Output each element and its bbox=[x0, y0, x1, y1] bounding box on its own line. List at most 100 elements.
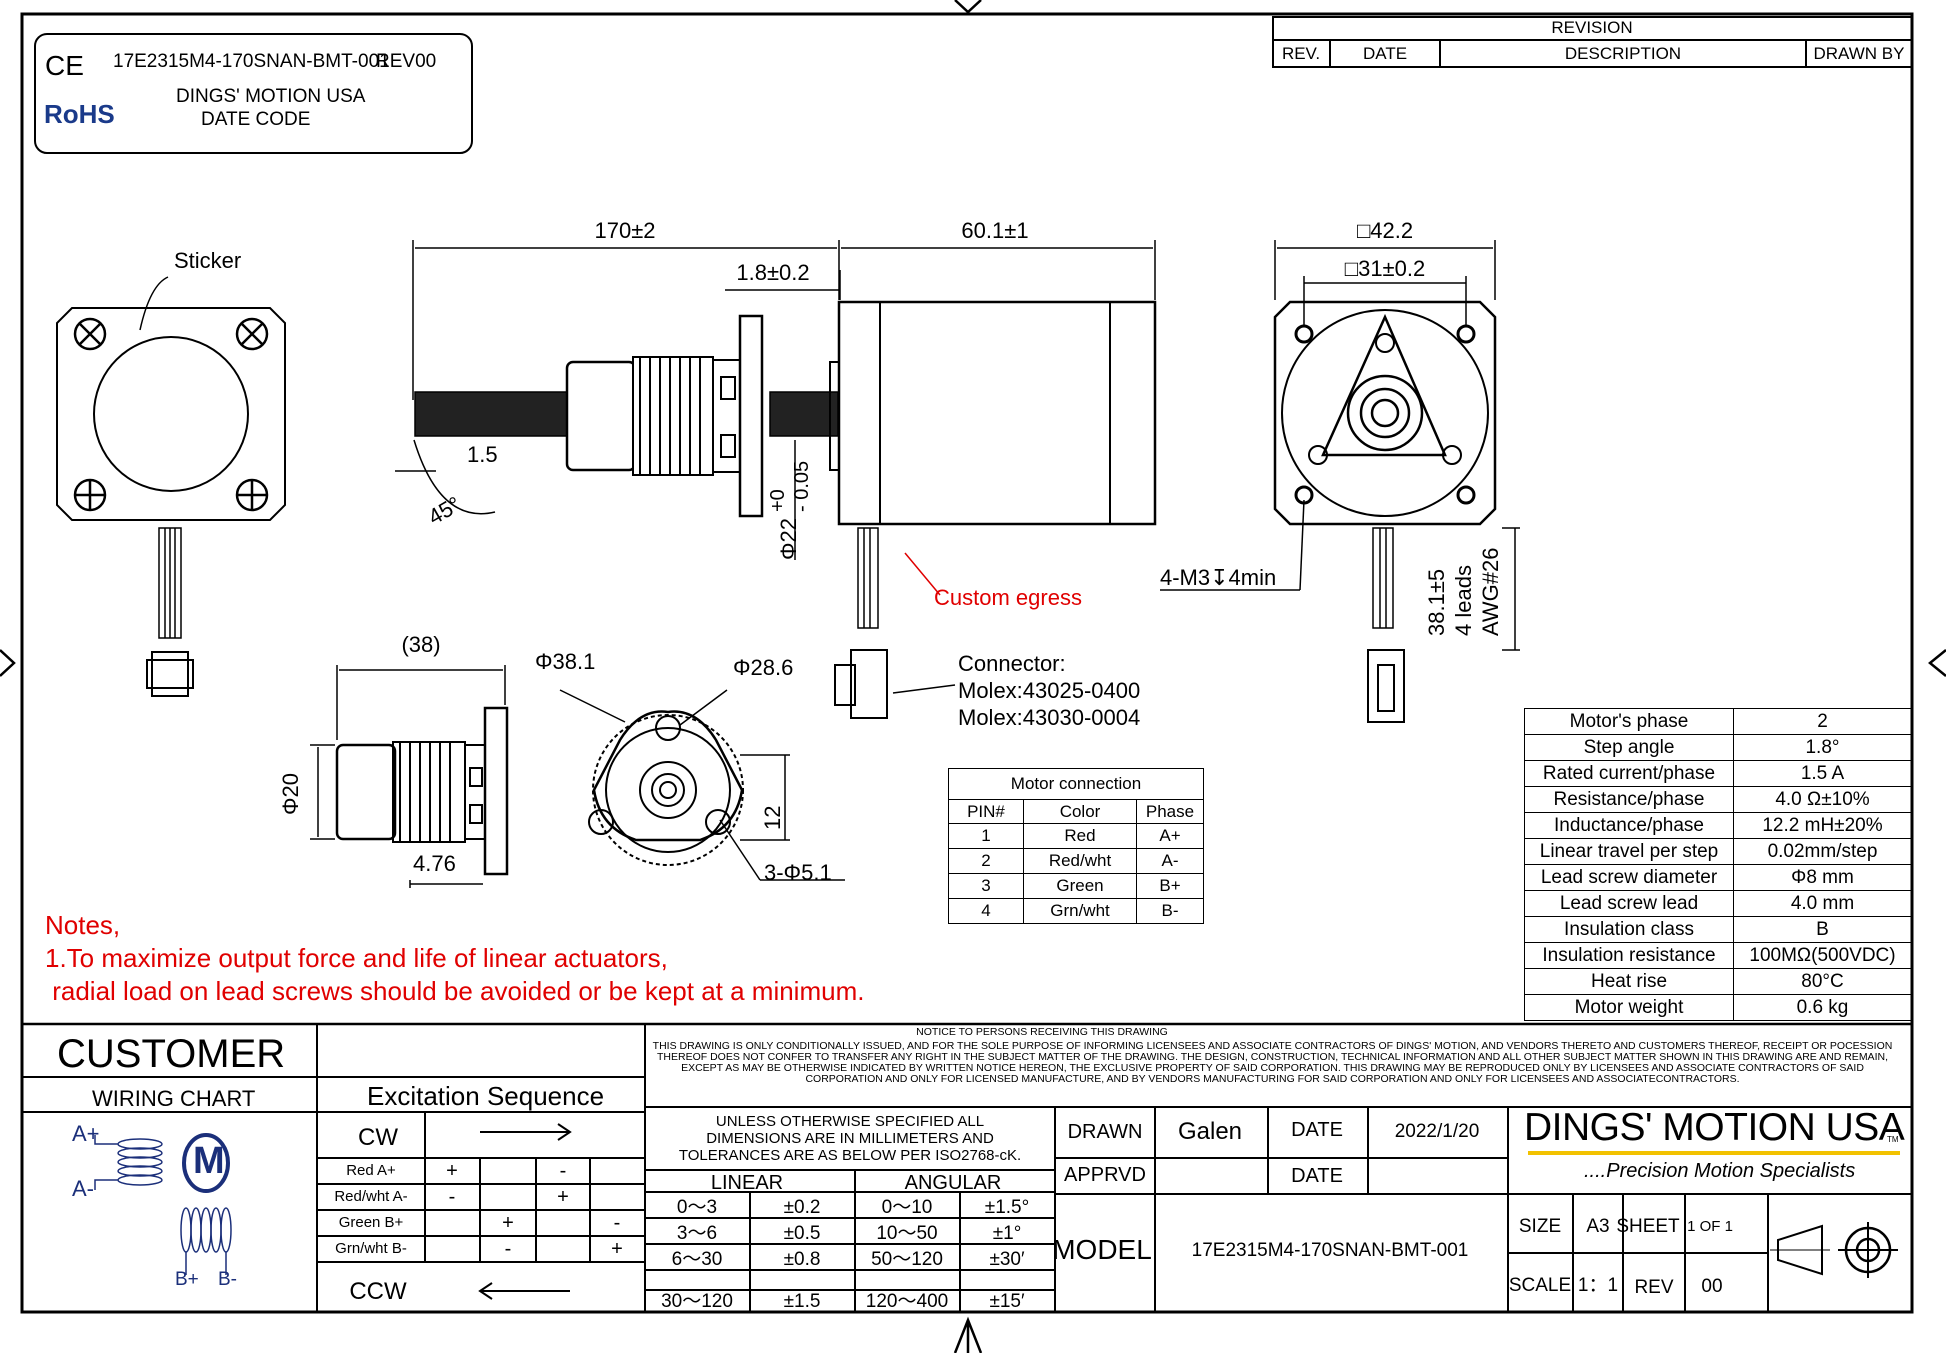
spec-value: B bbox=[1733, 916, 1912, 943]
pin-cell: 2 bbox=[948, 848, 1024, 874]
coil-a-plus: A+ bbox=[72, 1121, 100, 1146]
tol-cell: 30～120 bbox=[661, 1291, 733, 1312]
scale-value: 1：1 bbox=[1577, 1275, 1619, 1296]
flange-height-dim: 12 bbox=[760, 805, 785, 830]
coil-b-plus: B+ bbox=[175, 1269, 199, 1290]
spec-label: Motor's phase bbox=[1524, 708, 1734, 735]
spec-value: 0.02mm/step bbox=[1733, 838, 1912, 865]
notes-title: Notes, bbox=[45, 910, 121, 940]
sheet-label: SHEET bbox=[1616, 1216, 1680, 1237]
date-value: 2022/1/20 bbox=[1394, 1121, 1480, 1142]
tol-cell: ±1° bbox=[992, 1223, 1022, 1244]
boss-tol-plus: +0 bbox=[767, 489, 789, 512]
awg-label: AWG#26 bbox=[1478, 547, 1503, 636]
thread-callout: 4-M3↧4min bbox=[1160, 565, 1277, 590]
tol-cell: ±1.5° bbox=[984, 1197, 1030, 1218]
seq-cell: + bbox=[446, 1160, 458, 1182]
sheet-value: 1 OF 1 bbox=[1687, 1218, 1733, 1235]
date-label-2: DATE bbox=[1291, 1165, 1343, 1187]
spec-value: 80°C bbox=[1733, 968, 1912, 995]
drawn-label: DRAWN bbox=[1067, 1121, 1143, 1143]
notes-line-1: 1.To maximize output force and life of l… bbox=[45, 943, 668, 973]
tol-cell: ±0.2 bbox=[783, 1197, 821, 1218]
spec-value: 4.0 Ω±10% bbox=[1733, 786, 1912, 813]
unless-line-3: TOLERANCES ARE AS BELOW PER ISO2768-cK. bbox=[678, 1147, 1022, 1164]
size-value: A3 bbox=[1586, 1216, 1610, 1237]
logo-trademark: TM bbox=[1887, 1135, 1899, 1144]
nut-length-dim: (38) bbox=[401, 632, 441, 657]
pin-cell: 3 bbox=[948, 873, 1024, 899]
company-logo: DINGS' MOTION USA bbox=[1524, 1106, 1905, 1149]
date-label: DATE bbox=[1291, 1119, 1343, 1141]
seq-cell: + bbox=[557, 1186, 569, 1208]
model-label: MODEL bbox=[1052, 1234, 1152, 1265]
tol-cell: 0～10 bbox=[881, 1197, 933, 1218]
color-cell: Grn/wht bbox=[1023, 898, 1137, 924]
customer-label: CUSTOMER bbox=[57, 1032, 286, 1076]
body-length-dim: 60.1±1 bbox=[961, 218, 1029, 243]
pin-header: PIN# bbox=[948, 799, 1024, 824]
spec-label: Heat rise bbox=[1524, 968, 1734, 995]
tol-cell: 0～3 bbox=[676, 1197, 718, 1218]
color-cell: Red bbox=[1023, 823, 1137, 849]
coil-a-minus: A- bbox=[72, 1176, 94, 1201]
spec-value: 12.2 mH±20% bbox=[1733, 812, 1912, 839]
notice-body: THIS DRAWING IS ONLY CONDITIONALLY ISSUE… bbox=[652, 1040, 1893, 1086]
tol-cell: ±1.5 bbox=[783, 1291, 821, 1312]
phase-cell: A+ bbox=[1136, 823, 1204, 849]
approved-label: APPRVD bbox=[1064, 1164, 1146, 1186]
company-tagline: ....Precision Motion Specialists bbox=[1584, 1160, 1856, 1182]
spec-value: 4.0 mm bbox=[1733, 890, 1912, 917]
spec-label: Resistance/phase bbox=[1524, 786, 1734, 813]
holes-dim: 3-Φ5.1 bbox=[764, 860, 832, 885]
phase-cell: B+ bbox=[1136, 873, 1204, 899]
unless-line-1: UNLESS OTHERWISE SPECIFIED ALL bbox=[715, 1113, 985, 1130]
model-value: 17E2315M4-170SNAN-BMT-001 bbox=[1191, 1240, 1469, 1261]
total-length-dim: 170±2 bbox=[594, 218, 656, 243]
seq-cell: - bbox=[448, 1186, 456, 1208]
spec-value: 100MΩ(500VDC) bbox=[1733, 942, 1912, 969]
motor-connection-title: Motor connection bbox=[948, 768, 1204, 800]
date-code-label: DATE CODE bbox=[201, 109, 311, 130]
phase-cell: B- bbox=[1136, 898, 1204, 924]
tol-cell: ±0.5 bbox=[783, 1223, 821, 1244]
boss-dia-dim: Φ22 bbox=[776, 517, 801, 560]
seq-wire-label: Grn/wht B- bbox=[335, 1240, 407, 1257]
seq-cell: + bbox=[502, 1212, 514, 1234]
spec-value: 0.6 kg bbox=[1733, 994, 1912, 1021]
seq-wire-label: Red/wht A- bbox=[334, 1188, 408, 1205]
spec-label: Lead screw diameter bbox=[1524, 864, 1734, 891]
boss-tol-minus: - 0.05 bbox=[791, 460, 813, 512]
company-label: DINGS' MOTION USA bbox=[176, 86, 366, 107]
drawn-by-value: Galen bbox=[1177, 1118, 1243, 1145]
seq-cell: + bbox=[611, 1238, 623, 1260]
notes-line-2: radial load on lead screws should be avo… bbox=[45, 976, 865, 1006]
nut-dia-dim: Φ20 bbox=[278, 772, 303, 815]
custom-egress-note: Custom egress bbox=[934, 585, 1082, 610]
tol-cell: ±15′ bbox=[989, 1291, 1025, 1312]
ce-mark: CE bbox=[45, 50, 84, 81]
tol-cell: ±30′ bbox=[989, 1249, 1025, 1270]
flange-dia-dim: Φ38.1 bbox=[535, 649, 596, 674]
motor-symbol-letter: M bbox=[193, 1140, 225, 1182]
excitation-sequence-label: Excitation Sequence bbox=[367, 1081, 605, 1111]
square-outer-dim: □42.2 bbox=[1356, 218, 1414, 243]
spec-value: 2 bbox=[1733, 708, 1912, 735]
wiring-chart-label: WIRING CHART bbox=[92, 1086, 256, 1111]
tol-cell: 120～400 bbox=[865, 1291, 949, 1312]
leads-count: 4 leads bbox=[1451, 565, 1476, 636]
tol-cell: 50～120 bbox=[871, 1249, 943, 1270]
spec-label: Lead screw lead bbox=[1524, 890, 1734, 917]
angular-header: ANGULAR bbox=[904, 1172, 1002, 1194]
spec-label: Rated current/phase bbox=[1524, 760, 1734, 787]
